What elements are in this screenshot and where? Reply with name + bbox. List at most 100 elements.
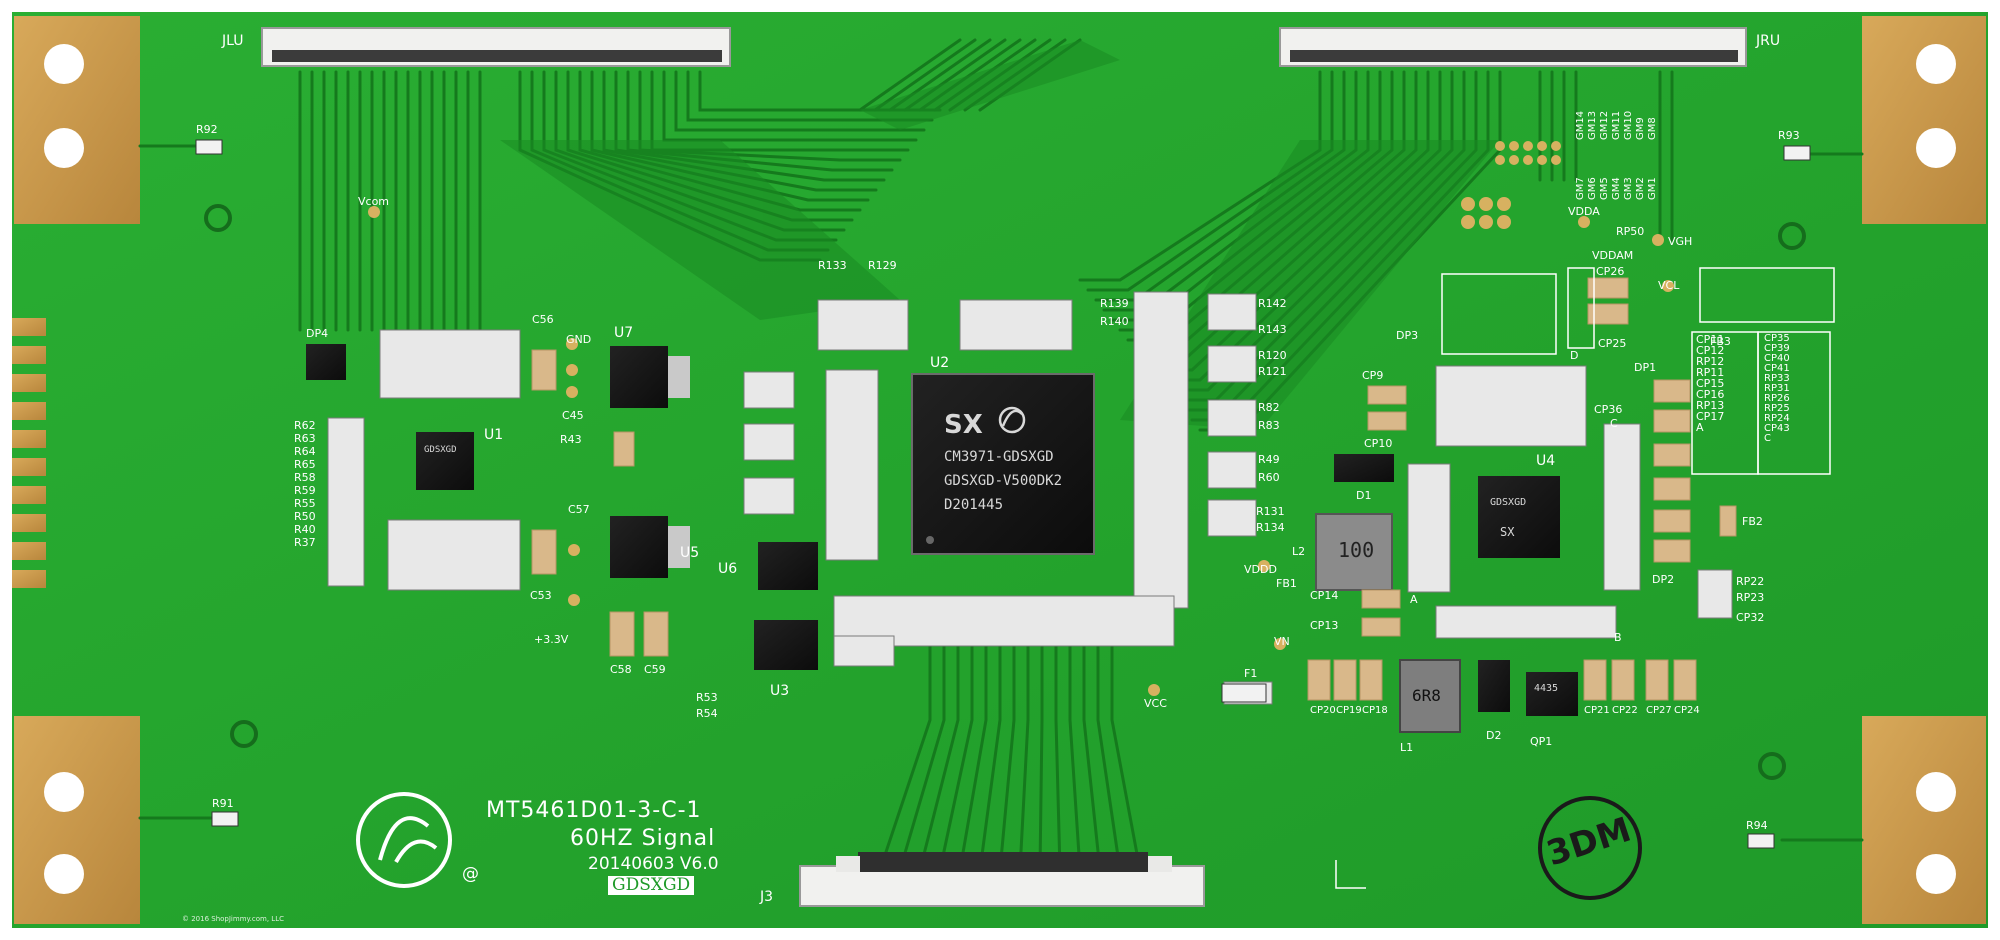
label-u2: U2: [930, 355, 950, 371]
gm-label: GM12: [1599, 110, 1610, 140]
label-r129: R129: [868, 259, 897, 272]
label-u4: U4: [1536, 453, 1556, 469]
connector-jlu: [261, 27, 731, 67]
label-cp24: CP24: [1674, 705, 1700, 716]
tp-vcl: VCL: [1658, 279, 1680, 292]
label-r134: R134: [1256, 521, 1285, 534]
label-cp14: CP14: [1310, 589, 1339, 602]
cp-label: RP26: [1764, 393, 1790, 404]
label-r54: R54: [696, 707, 718, 720]
chip-dp4: [306, 344, 346, 380]
corner-resistors: [195, 139, 1811, 849]
res-label: R50: [294, 510, 316, 523]
res-label: R64: [294, 445, 316, 458]
label-fb3: FB3: [1710, 335, 1731, 348]
label-r139: R139: [1100, 297, 1129, 310]
cp-label: CP43: [1764, 423, 1790, 434]
main-chip-line-4: D201445: [944, 497, 1004, 513]
chip-u7: [610, 346, 668, 408]
label-cp22: CP22: [1612, 705, 1638, 716]
gm-label: GM2: [1635, 177, 1646, 200]
gm-label: GM8: [1647, 117, 1658, 140]
main-chip-line-1: SX: [944, 410, 983, 440]
gdsxgd-logo: [356, 792, 452, 888]
label-c53: C53: [530, 589, 552, 602]
l1-marking: 6R8: [1412, 686, 1441, 705]
chip-u3: [754, 620, 818, 670]
box-label-c: C: [1610, 417, 1618, 430]
diode-d2: [1478, 660, 1510, 712]
label-cp21: CP21: [1584, 705, 1610, 716]
tp-3v3: +3.3V: [534, 633, 569, 646]
tp-gnd: GND: [566, 333, 592, 346]
label-j3: J3: [760, 889, 774, 905]
label-r53: R53: [696, 691, 718, 704]
box-label-b: B: [1614, 631, 1622, 644]
cp-box-1: CP11 CP12 RP12 RP11 CP15 CP16 RP13 CP17 …: [1696, 334, 1724, 433]
inductor-l1: [1399, 659, 1461, 733]
u1-marking: GDSXGD: [424, 445, 457, 455]
gm-label: GM4: [1611, 177, 1622, 200]
label-f1: F1: [1244, 667, 1258, 680]
chip-qp1: [1526, 672, 1578, 716]
chip-u6: [758, 542, 818, 590]
label-cp25: CP25: [1598, 337, 1627, 350]
label-c45: C45: [562, 409, 584, 422]
chip-u5: [610, 516, 668, 578]
cp-label: A: [1696, 421, 1704, 434]
label-cp32: CP32: [1736, 611, 1765, 624]
connector-j3: [799, 852, 1205, 907]
gm-label: GM1: [1647, 177, 1658, 200]
label-c58: C58: [610, 663, 632, 676]
label-r120: R120: [1258, 349, 1287, 362]
edge-fingers: [12, 318, 46, 588]
tp-vddd: VDDD: [1244, 563, 1277, 576]
gm-label: GM7: [1575, 177, 1586, 200]
label-cp36: CP36: [1594, 403, 1623, 416]
capacitors: [531, 277, 1737, 701]
box-label-a: A: [1410, 593, 1418, 606]
cp-label: RP33: [1764, 373, 1790, 384]
cp-label: CP39: [1764, 343, 1790, 354]
label-jru: JRU: [1756, 33, 1781, 49]
label-r93: R93: [1778, 129, 1800, 142]
chip-u1: [416, 432, 474, 490]
cp-label: CP12: [1696, 344, 1725, 357]
label-r121: R121: [1258, 365, 1287, 378]
u4-marking: GDSXGD: [1490, 497, 1527, 508]
main-chip-line-2: CM3971-GDSXGD: [944, 449, 1054, 465]
cp-label: CP41: [1764, 363, 1790, 374]
fiducials: [204, 204, 1806, 780]
res-label: R59: [294, 484, 316, 497]
label-r82: R82: [1258, 401, 1280, 414]
tp-rp50: RP50: [1616, 225, 1645, 238]
via-grid: [368, 141, 1674, 696]
label-r143: R143: [1258, 323, 1287, 336]
label-r142: R142: [1258, 297, 1287, 310]
res-label: R37: [294, 536, 316, 549]
cp-label: RP13: [1696, 399, 1725, 412]
label-r92: R92: [196, 123, 218, 136]
label-fb2: FB2: [1742, 515, 1763, 528]
tp-vcom: Vcom: [358, 195, 390, 208]
res-label: R65: [294, 458, 316, 471]
chip-u4: [1478, 476, 1560, 558]
label-r131: R131: [1256, 505, 1285, 518]
gm-label: GM6: [1587, 177, 1598, 200]
label-fb1: FB1: [1276, 577, 1297, 590]
label-c59: C59: [644, 663, 666, 676]
label-r49: R49: [1258, 453, 1280, 466]
label-cp18: CP18: [1362, 705, 1388, 716]
cp-box-2: CP35 CP39 CP40 CP41 RP33 RP31 RP26 RP25 …: [1764, 334, 1790, 444]
label-cp20: CP20: [1310, 705, 1336, 716]
cp-label: RP25: [1764, 403, 1790, 414]
label-r133: R133: [818, 259, 847, 272]
label-r43: R43: [560, 433, 582, 446]
label-cp9: CP9: [1362, 369, 1384, 382]
label-d2: D2: [1486, 729, 1502, 742]
label-rp22: RP22: [1736, 575, 1765, 588]
label-c57: C57: [568, 503, 590, 516]
gm-label: GM10: [1623, 110, 1634, 140]
